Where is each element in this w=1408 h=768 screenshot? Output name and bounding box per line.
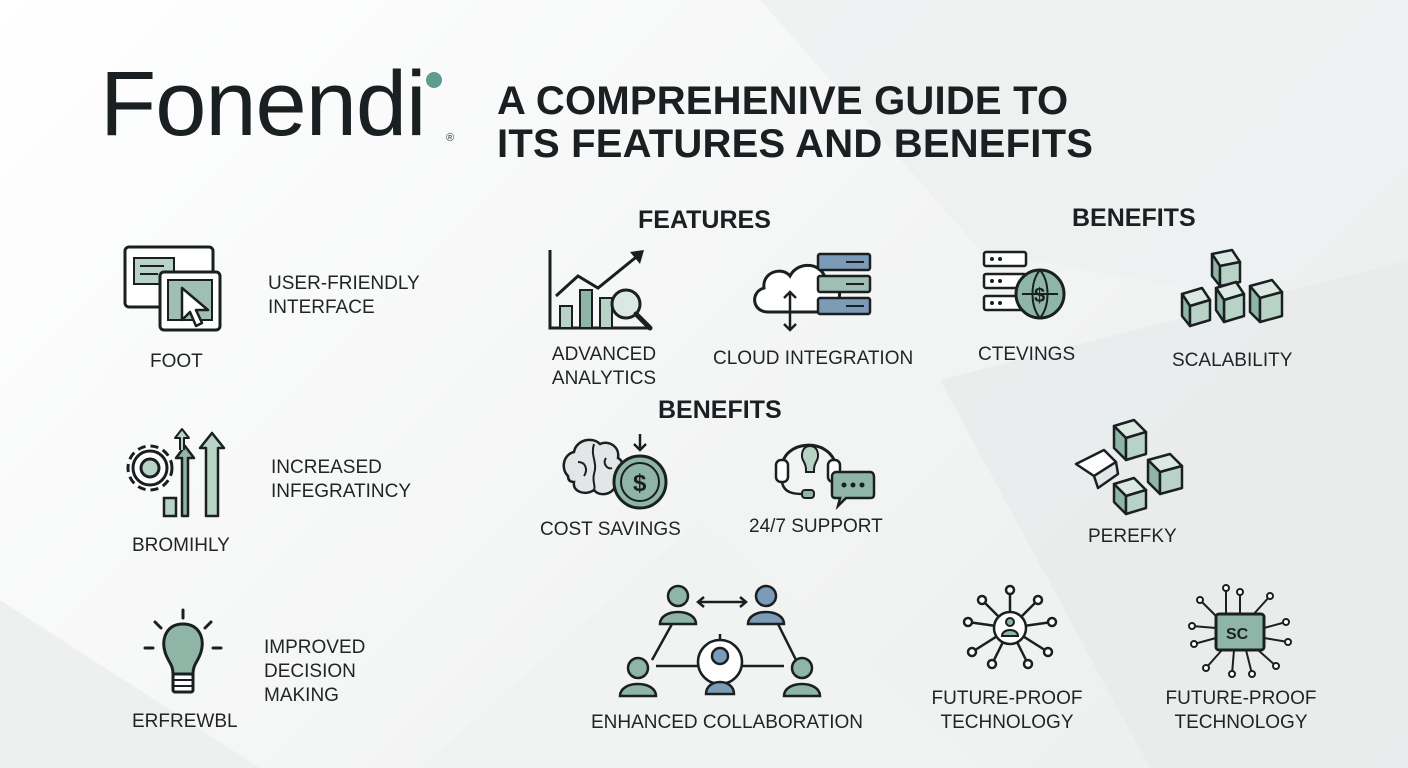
headset-support-icon (774, 443, 876, 511)
future-proof-label-1: FUTURE-PROOF TECHNOLOGY (931, 688, 1083, 733)
perefky-label: PEREFKY (1088, 526, 1177, 547)
logo-dot (426, 72, 442, 88)
chip-circuit-icon: SC (1188, 584, 1292, 678)
brand-logo: Fonendi (100, 53, 426, 155)
cloud-server-icon (753, 252, 872, 332)
enhanced-collaboration-label: ENHANCED COLLABORATION (591, 712, 864, 733)
title-line-2: ITS FEATURES AND BENEFITS (497, 122, 1094, 166)
server-coin-icon: $ (982, 250, 1066, 320)
erfrewbl-caption: ERFREWBL (132, 711, 238, 732)
collaboration-network-icon (618, 584, 822, 698)
cubes-icon (1180, 248, 1284, 328)
ctevings-label: CTEVINGS (978, 344, 1076, 365)
svg-text:$: $ (1034, 285, 1045, 307)
bromihly-caption: BROMIHLY (132, 535, 230, 556)
gear-growth-icon (126, 428, 226, 518)
logo-registered-mark: ® (446, 132, 455, 144)
increased-label: INCREASED INFEGRATINCY (271, 457, 412, 502)
chip-text: SC (1226, 626, 1249, 643)
user-friendly-interface-label: USER-FRIENDLY INTERFACE (268, 273, 420, 318)
improved-decision-making-label: IMPROVED DECISION MAKING (264, 637, 366, 706)
benefits-heading-mid: BENEFITS (658, 396, 782, 424)
future-proof-label-2: FUTURE-PROOF TECHNOLOGY (1165, 688, 1317, 733)
benefits-heading-top: BENEFITS (1072, 204, 1196, 232)
brain-coin-icon: $ (562, 434, 668, 510)
page-title: A COMPREHENIVE GUIDE TO ITS FEATURES AND… (497, 80, 1093, 166)
scalability-label: SCALABILITY (1172, 350, 1293, 371)
network-hub-icon (962, 584, 1058, 670)
advanced-analytics-label: ADVANCED ANALYTICS (551, 344, 657, 389)
foot-caption: FOOT (150, 351, 203, 372)
cost-savings-label: COST SAVINGS (540, 519, 681, 540)
interface-window-icon (123, 245, 222, 332)
lightbulb-icon (143, 608, 223, 694)
support-label: 24/7 SUPPORT (749, 516, 883, 537)
title-line-1: A COMPREHENIVE GUIDE TO (497, 79, 1069, 123)
analytics-chart-icon (548, 250, 653, 331)
features-heading: FEATURES (638, 206, 771, 234)
modules-icon (1074, 418, 1184, 516)
svg-text:$: $ (633, 470, 647, 497)
cloud-integration-label: CLOUD INTEGRATION (713, 348, 914, 369)
